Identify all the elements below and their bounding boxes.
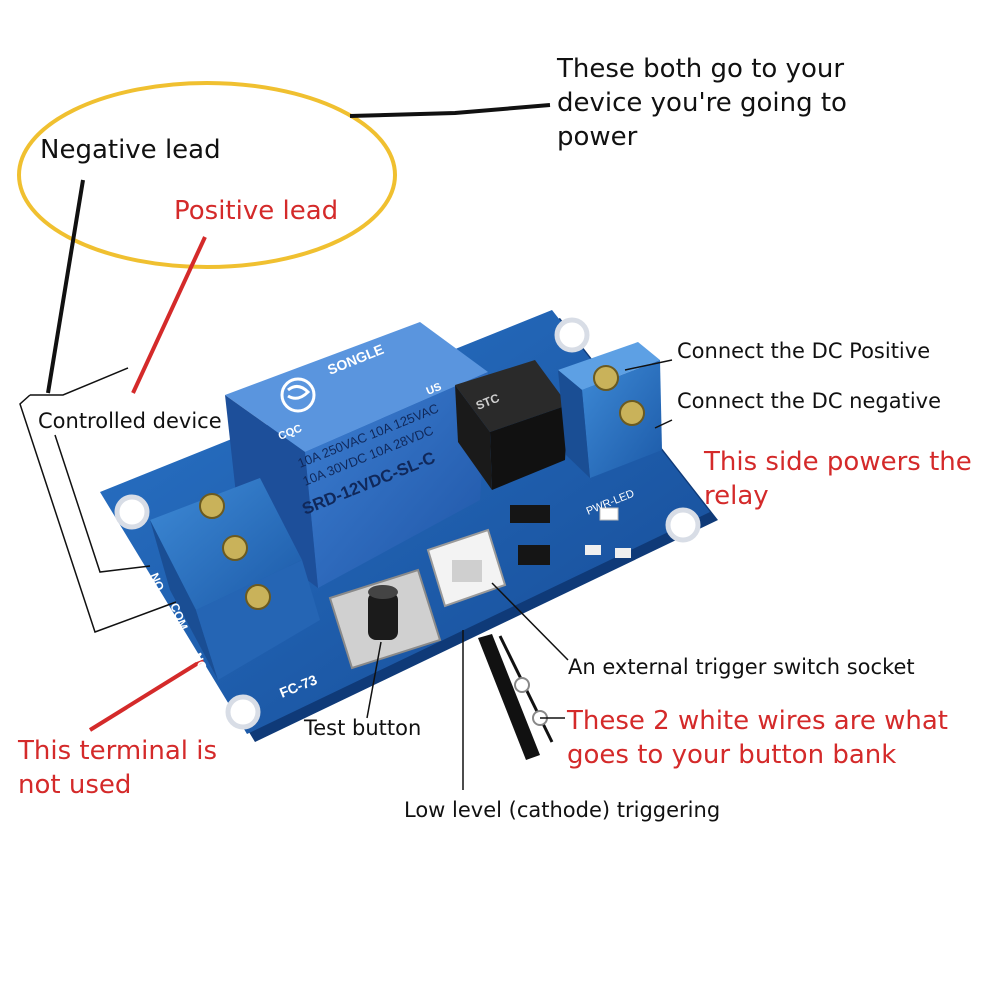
leads-highlight-ellipse [17, 81, 397, 269]
unused-terminal-label: This terminal is not used [18, 735, 217, 803]
powers-relay-line-1: This side powers the [704, 447, 972, 477]
negative-lead-label: Negative lead [40, 135, 221, 165]
pwr-led [599, 507, 619, 521]
screw-icon [593, 365, 619, 391]
white-wires-label: These 2 white wires are what goes to you… [567, 705, 948, 773]
dc-negative-label: Connect the DC negative [677, 389, 941, 413]
trigger-wires [478, 634, 554, 760]
low-level-trigger-label: Low level (cathode) triggering [404, 798, 721, 822]
white-wires-line-2: goes to your button bank [567, 739, 897, 770]
controlled-device-label: Controlled device [38, 409, 222, 433]
powers-relay-line-2: relay [704, 480, 769, 511]
smd-component [510, 505, 550, 523]
songle-logo-icon [280, 377, 316, 413]
powers-relay-label: This side powers the relay [704, 446, 972, 514]
white-wires-line-1: These 2 white wires are what [567, 706, 948, 736]
wire-end-icon [514, 677, 530, 693]
unused-terminal-line-1: This terminal is [18, 736, 218, 766]
test-button [328, 568, 442, 670]
terminal-nc-text: NC [190, 651, 210, 673]
power-terminal-block [558, 342, 662, 478]
smd-component [585, 545, 601, 555]
control-chip [455, 360, 568, 490]
smd-component [518, 545, 550, 565]
dc-positive-label: Connect the DC Positive [677, 339, 931, 363]
device-note: These both go to your device you're goin… [557, 53, 847, 154]
trigger-socket-label: An external trigger switch socket [568, 655, 915, 679]
device-note-line-1: These both go to your [557, 54, 845, 84]
screw-icon [245, 584, 271, 610]
unused-terminal-line-2: not used [18, 769, 132, 800]
relay [225, 322, 488, 588]
test-button-label: Test button [304, 716, 422, 740]
ul-mark-text: US [425, 381, 444, 398]
screw-icon [199, 493, 225, 519]
screw-icon [619, 400, 645, 426]
terminal-no-text: NO [147, 571, 167, 593]
device-note-line-2: device you're going to [557, 87, 847, 118]
screw-icon [222, 535, 248, 561]
smd-component [615, 548, 631, 558]
device-note-line-3: power [557, 121, 638, 152]
load-terminal-block [150, 478, 320, 680]
positive-lead-label: Positive lead [174, 196, 339, 226]
trigger-socket [426, 528, 507, 608]
annotation-lines [19, 103, 673, 790]
